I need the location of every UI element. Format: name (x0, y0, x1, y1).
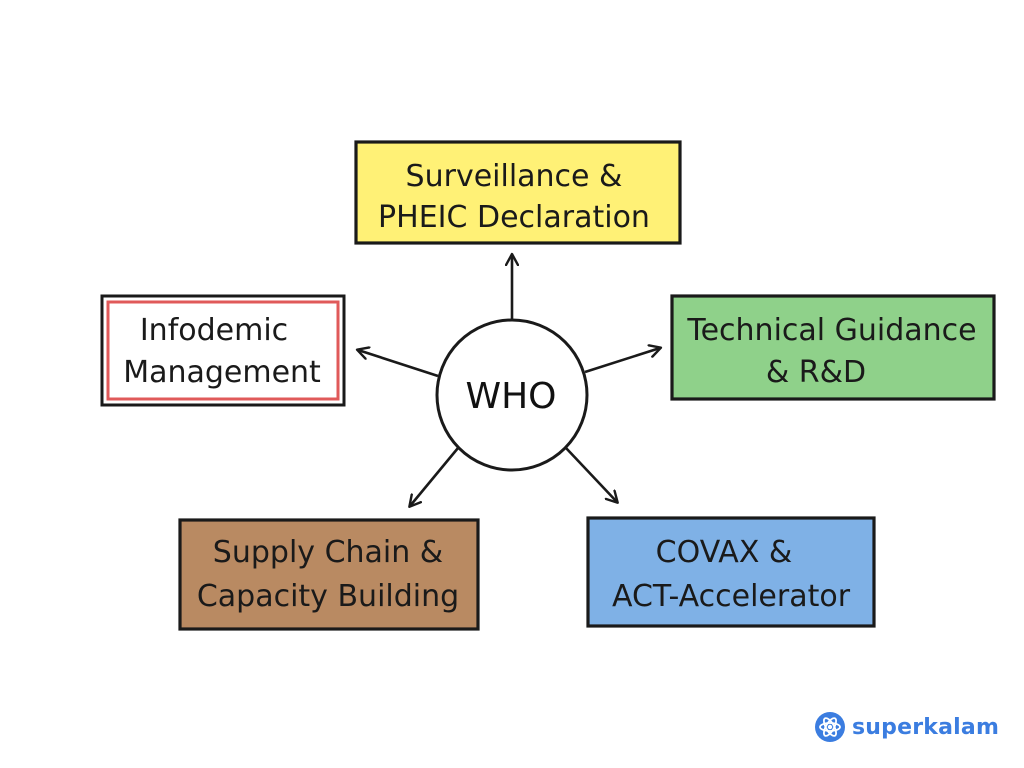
node-supply: Supply Chain & Capacity Building (178, 518, 480, 631)
node-infodemic: Infodemic Management (100, 294, 346, 407)
brand-name: superkalam (852, 714, 1000, 740)
center-node: WHO (435, 318, 589, 472)
node-technical-box (670, 294, 996, 401)
node-technical-line-1: Technical Guidance (686, 313, 976, 348)
node-surveillance-line-1: Surveillance & (406, 159, 623, 194)
arrow-to-covax (565, 447, 617, 502)
node-infodemic-line-1: Infodemic (140, 313, 288, 348)
node-supply-line-2: Capacity Building (197, 579, 459, 614)
atom-logo-icon (814, 711, 846, 743)
brand-logo: superkalam (814, 707, 1014, 747)
node-technical: Technical Guidance & R&D (670, 294, 996, 401)
node-supply-line-1: Supply Chain & (213, 535, 443, 570)
node-covax: COVAX & ACT-Accelerator (586, 516, 876, 628)
node-surveillance-box (354, 140, 682, 245)
node-infodemic-inner-border (106, 300, 340, 401)
node-infodemic-line-2: Management (123, 355, 321, 390)
node-infodemic-box (100, 294, 346, 407)
node-supply-box (178, 518, 480, 631)
arrow-to-infodemic (358, 350, 439, 378)
center-label: WHO (465, 376, 556, 417)
node-surveillance: Surveillance & PHEIC Declaration (354, 140, 682, 245)
node-surveillance-line-2: PHEIC Declaration (378, 200, 650, 235)
node-technical-line-2: & R&D (766, 355, 866, 390)
node-covax-line-2: ACT-Accelerator (612, 579, 851, 614)
node-covax-box (586, 516, 876, 628)
node-covax-line-1: COVAX & (656, 535, 793, 570)
arrow-to-supply (410, 447, 460, 506)
arrow-to-technical (584, 348, 660, 374)
